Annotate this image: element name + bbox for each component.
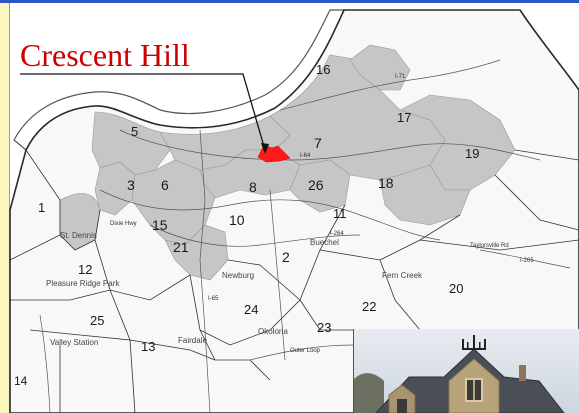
road-label: I-65 (208, 296, 219, 302)
district-boundaries (9, 149, 579, 413)
district-label: 17 (397, 110, 411, 125)
district-label: 6 (161, 177, 169, 193)
road-label: Dixie Hwy (110, 221, 137, 227)
shaded-districts (59, 44, 516, 281)
district-label: 15 (152, 217, 168, 233)
district-label: 1 (38, 200, 45, 215)
road-label: I-264 (330, 231, 344, 237)
place-label: Fairdale (178, 336, 207, 345)
place-labels: St. Dennis Pleasure Ridge Park Valley St… (46, 231, 423, 347)
left-margin-strip (0, 3, 10, 413)
place-label: Newburg (222, 271, 254, 280)
photo-chimney (519, 365, 526, 381)
district-label: 10 (229, 212, 245, 228)
place-label: Okolona (258, 327, 288, 336)
district-label: 13 (141, 339, 155, 354)
place-label: St. Dennis (60, 231, 97, 240)
district-label: 5 (131, 124, 138, 139)
district-label: 11 (333, 206, 347, 221)
district-label: 23 (317, 320, 331, 335)
district-label: 16 (316, 62, 330, 77)
place-label: Fern Creek (382, 271, 423, 280)
photo-tree (354, 373, 384, 413)
place-label: Valley Station (50, 338, 98, 347)
district-label: 20 (449, 281, 463, 296)
title-label: Crescent Hill (20, 37, 190, 73)
place-label: Buechel (310, 238, 339, 247)
road-labels: I-64 I-65 I-71 I-264 I-265 Taylorsville … (110, 74, 534, 354)
district-label: 7 (314, 135, 322, 151)
district-label: 26 (308, 177, 324, 193)
top-accent-bar (0, 0, 579, 3)
place-label: Pleasure Ridge Park (46, 279, 120, 288)
district-label: 8 (249, 179, 257, 195)
district-label: 18 (378, 175, 394, 191)
district-label: 12 (78, 262, 92, 277)
district-label: 22 (362, 299, 376, 314)
district-label: 2 (282, 249, 290, 265)
road-network (39, 59, 571, 413)
road-label: I-265 (520, 258, 534, 264)
pointer-line (20, 73, 266, 151)
road-label: I-71 (395, 74, 406, 80)
road-label: Taylorsville Rd (470, 243, 509, 249)
pointer-arrowhead (261, 143, 269, 154)
building-photo (354, 329, 579, 413)
district-label: 21 (173, 239, 189, 255)
district-labels: 1 2 3 5 6 7 8 10 11 12 13 14 15 16 17 18… (14, 62, 479, 388)
district-label: 25 (90, 313, 104, 328)
district-label: 24 (244, 302, 258, 317)
district-label: 14 (14, 374, 28, 388)
road-label: Outer Loop (290, 348, 321, 354)
district-label: 3 (127, 177, 135, 193)
road-label: I-64 (300, 153, 311, 159)
district-label: 19 (465, 146, 479, 161)
